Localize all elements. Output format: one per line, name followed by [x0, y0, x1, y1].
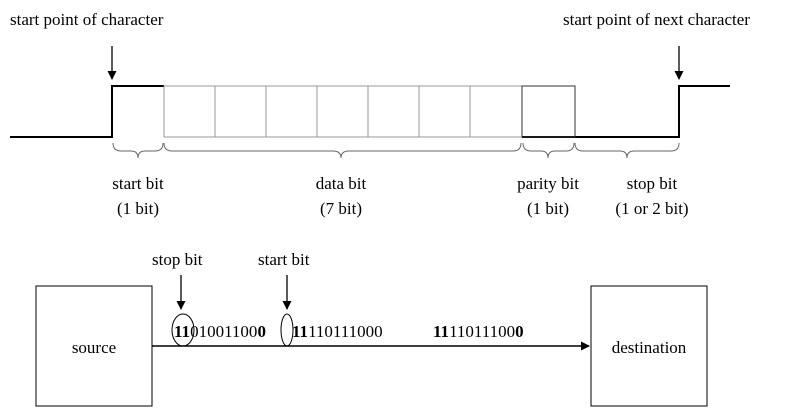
frame-2-body: 110111000	[308, 322, 383, 341]
parity-bit-brace	[522, 142, 575, 159]
stop-bit-pointer-label: stop bit	[152, 250, 203, 269]
frame-1: 11010011000	[174, 322, 266, 341]
destination-label: destination	[612, 338, 687, 357]
data-bit-cell	[418, 85, 471, 138]
start-point-label: start point of character	[10, 10, 164, 29]
parity-bit-label: parity bit	[517, 174, 579, 193]
data-bit-cells	[163, 85, 523, 138]
data-bit-cell	[265, 85, 318, 138]
frame-2: 11110111000	[292, 322, 383, 341]
start-bit-label: start bit	[112, 174, 164, 193]
start-bit-pointer-label: start bit	[258, 250, 310, 269]
frame-1-lead: 11	[174, 322, 190, 341]
destination-box	[590, 285, 708, 407]
frame-2-lead: 11	[292, 322, 308, 341]
parity-bit-size: (1 bit)	[527, 199, 569, 218]
source-label: source	[72, 338, 116, 357]
stop-bit-brace	[574, 142, 680, 159]
stop-bit-highlight	[171, 313, 195, 347]
start-bit-highlight	[280, 313, 294, 347]
start-bit-brace	[112, 142, 164, 159]
stop-bit-size: (1 or 2 bit)	[615, 199, 688, 218]
data-bit-size: (7 bit)	[320, 199, 362, 218]
frame-3: 11110111000	[433, 322, 524, 341]
data-bit-cell	[163, 85, 216, 138]
data-bit-cell	[469, 85, 523, 138]
frame-3-body: 11011100	[449, 322, 515, 341]
frame-3-tail: 0	[515, 322, 524, 341]
frame-3-lead: 11	[433, 322, 449, 341]
start-bit-size: (1 bit)	[117, 199, 159, 218]
data-bit-label: data bit	[316, 174, 367, 193]
data-bit-cell	[367, 85, 420, 138]
stop-bit-label: stop bit	[627, 174, 678, 193]
frame-1-tail: 0	[257, 322, 266, 341]
signal-waveform	[10, 85, 730, 138]
data-bit-brace	[163, 142, 522, 159]
parity-bit-cell	[521, 85, 576, 138]
frame-1-body: 01001100	[190, 322, 257, 341]
next-start-point-label: start point of next character	[563, 10, 750, 29]
data-bit-cell	[316, 85, 369, 138]
data-bit-cell	[214, 85, 267, 138]
